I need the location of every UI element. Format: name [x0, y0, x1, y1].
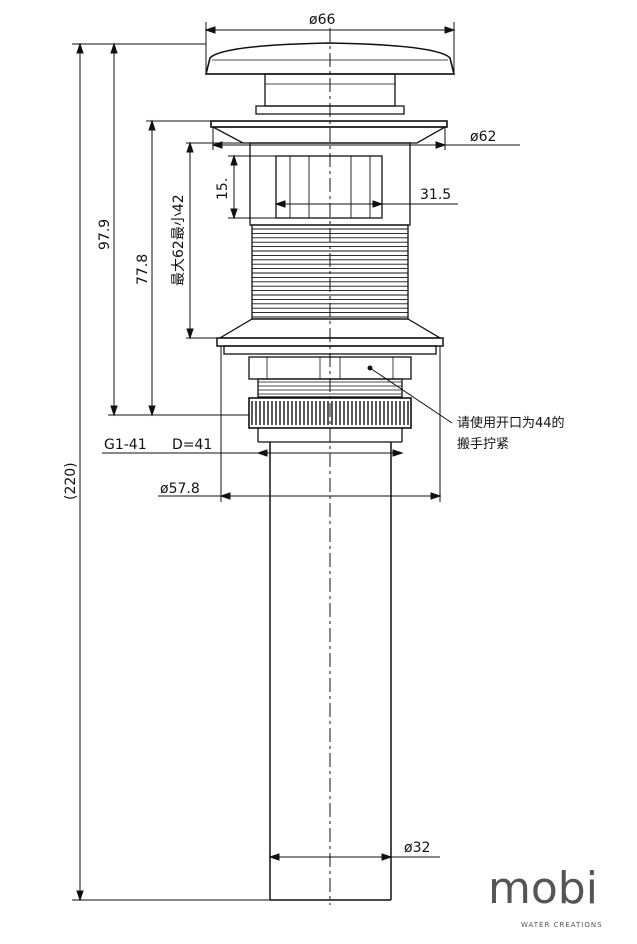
- dim-flange-dia: ø62: [470, 129, 496, 145]
- note-line-2: 搬手拧紧: [457, 437, 509, 452]
- dim-nut-dia-lines: [158, 346, 442, 502]
- dim-overall-height: (220): [63, 462, 79, 500]
- dim-d-value: D=41: [172, 437, 212, 453]
- dim-97-lines: [108, 42, 206, 417]
- lower-cone: [216, 318, 444, 355]
- dim-tail-dia: ø32: [404, 840, 430, 856]
- lower-thread-lines: [258, 381, 402, 395]
- dim-top-dia-lines: [204, 22, 456, 72]
- dim-top-dia: ø66: [309, 12, 335, 28]
- logo-wordmark: mobi: [488, 863, 598, 914]
- lower-body: [248, 356, 412, 398]
- body-upper: [249, 142, 411, 226]
- flange: [210, 120, 448, 144]
- dim-slot-height: 15.: [215, 178, 231, 200]
- tail-pipe: [257, 428, 403, 901]
- thread-lines: [252, 228, 408, 318]
- cap-stem: [255, 73, 405, 115]
- dim-77-lines: [146, 119, 249, 417]
- dim-thread-lines: [102, 449, 404, 457]
- note-leader: [367, 365, 453, 424]
- dim-nut-dia: ø57.8: [160, 481, 200, 497]
- logo-tagline: WATER CREATIONS: [521, 921, 603, 929]
- dim-thread: G1-41: [104, 437, 147, 453]
- knurled-nut: [248, 397, 412, 429]
- dim-range-lines: [186, 141, 250, 340]
- dim-slot-width-lines: [274, 200, 458, 208]
- dim-overall-lines: [72, 42, 270, 902]
- note-line-1: 请使用开口为44的: [457, 415, 565, 431]
- dim-height-77: 77.8: [135, 254, 151, 285]
- dim-slot-height-lines: [228, 154, 276, 220]
- dim-slot-width: 31.5: [420, 187, 451, 203]
- dim-range: 最大62最小42: [171, 194, 187, 286]
- dim-tail-dia-lines: [268, 853, 440, 861]
- dim-height-97: 97.9: [97, 219, 113, 250]
- knurl-lines: [251, 401, 409, 425]
